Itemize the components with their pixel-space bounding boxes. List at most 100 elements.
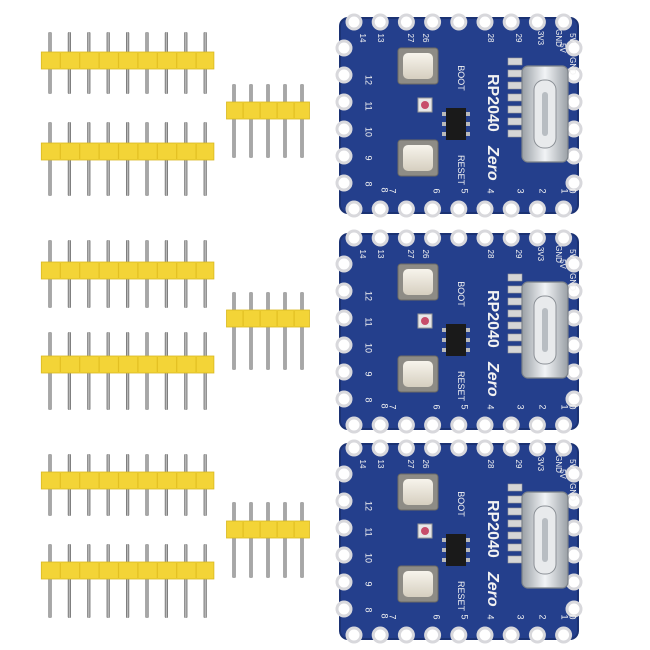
pad-hole [556, 418, 571, 432]
pad-ring [528, 200, 546, 218]
usb-pad [507, 507, 523, 516]
pad-hole [373, 418, 388, 432]
pad-hole [504, 628, 519, 642]
pad-ring [476, 200, 494, 218]
header-pin [106, 544, 110, 618]
silk-label: 4 [486, 188, 496, 193]
header-segment-line [195, 144, 197, 159]
silk-label: 5 [460, 404, 470, 409]
header-segment-line [137, 263, 139, 278]
silk-label: 9 [364, 371, 374, 376]
usb-c-tongue [542, 308, 548, 352]
pad-ring [555, 626, 573, 644]
pad-hole [556, 15, 571, 29]
header-segment-line [242, 103, 244, 118]
pad-hole [478, 418, 492, 432]
pad-ring [345, 229, 363, 247]
header-segment-line [98, 263, 100, 278]
pad-ring [502, 626, 520, 644]
pad-ring [424, 200, 442, 218]
pad-ring [335, 93, 353, 111]
pad-ring [476, 229, 494, 247]
pad-hole [347, 441, 361, 455]
silk-label: GND [554, 245, 563, 263]
pad-ring [335, 390, 353, 408]
pad-hole [451, 231, 466, 245]
silk-label: 1 [560, 188, 570, 193]
header-segment-line [195, 53, 197, 68]
header-plastic [40, 51, 215, 70]
silk-label: 29 [514, 34, 523, 43]
pad-hole [399, 418, 414, 432]
usb-pad [507, 531, 523, 540]
header-segment-line [195, 357, 197, 372]
pad-ring [335, 174, 353, 192]
pad-ring [476, 626, 494, 644]
pad-hole [337, 284, 351, 298]
silk-label: GND [554, 29, 563, 47]
header-segment-line [59, 563, 61, 578]
pad-hole [504, 231, 519, 245]
header-segment-line [176, 144, 178, 159]
header-segment-line [242, 522, 244, 537]
silk-label: 3V3 [536, 457, 545, 472]
pad-ring [397, 439, 415, 457]
usb-pad [507, 297, 523, 306]
header-segment-line [293, 522, 295, 537]
header-segment-line [79, 563, 81, 578]
pad-hole [556, 441, 571, 455]
pad-hole [337, 548, 351, 562]
pad-hole [567, 149, 581, 163]
silk-label: GND [568, 273, 577, 291]
header-segment-line [59, 144, 61, 159]
pad-ring [476, 439, 494, 457]
pad-hole [478, 231, 492, 245]
pad-hole [337, 575, 351, 589]
pad-hole [425, 441, 440, 455]
pad-hole [347, 202, 361, 216]
pad-ring [528, 229, 546, 247]
header-segment-line [79, 357, 81, 372]
rgb-led-lens [421, 527, 429, 535]
chip-lead [442, 112, 446, 116]
usb-pad [507, 321, 523, 330]
pad-ring [450, 229, 468, 247]
pad-hole [567, 602, 581, 616]
board-name-line1: RP2040 [484, 500, 501, 558]
header-segment-line [195, 563, 197, 578]
pad-hole [567, 41, 581, 55]
header-plastic [226, 101, 310, 120]
silk-label: 4 [486, 404, 496, 409]
boot-button [403, 269, 433, 295]
header-pin [184, 544, 188, 618]
pad-ring [335, 573, 353, 591]
pad-hole [478, 202, 492, 216]
silk-label: 13 [376, 34, 385, 43]
pad-ring [335, 309, 353, 327]
header-segment-line [98, 53, 100, 68]
silk-label: 10 [364, 343, 374, 353]
usb-pad [507, 129, 523, 138]
pad-ring [345, 626, 363, 644]
header-segment-line [156, 53, 158, 68]
pad-ring [371, 439, 389, 457]
chip [446, 108, 466, 140]
pin-header [40, 332, 215, 410]
usb-pad [507, 57, 523, 66]
header-segment-line [176, 563, 178, 578]
pin-header [40, 32, 215, 94]
pad-hole [337, 149, 351, 163]
pad-ring [528, 626, 546, 644]
header-pin [126, 544, 130, 618]
chip-lead [442, 538, 446, 542]
pad-hole [504, 418, 519, 432]
pin-header [226, 292, 310, 370]
silk-label: 5V [568, 33, 577, 43]
header-pin [283, 502, 287, 578]
header-segment-line [293, 103, 295, 118]
silk-label: 8 [380, 403, 390, 408]
silk-label: 8 [380, 187, 390, 192]
silk-label: 29 [514, 460, 523, 469]
pad-ring [502, 200, 520, 218]
